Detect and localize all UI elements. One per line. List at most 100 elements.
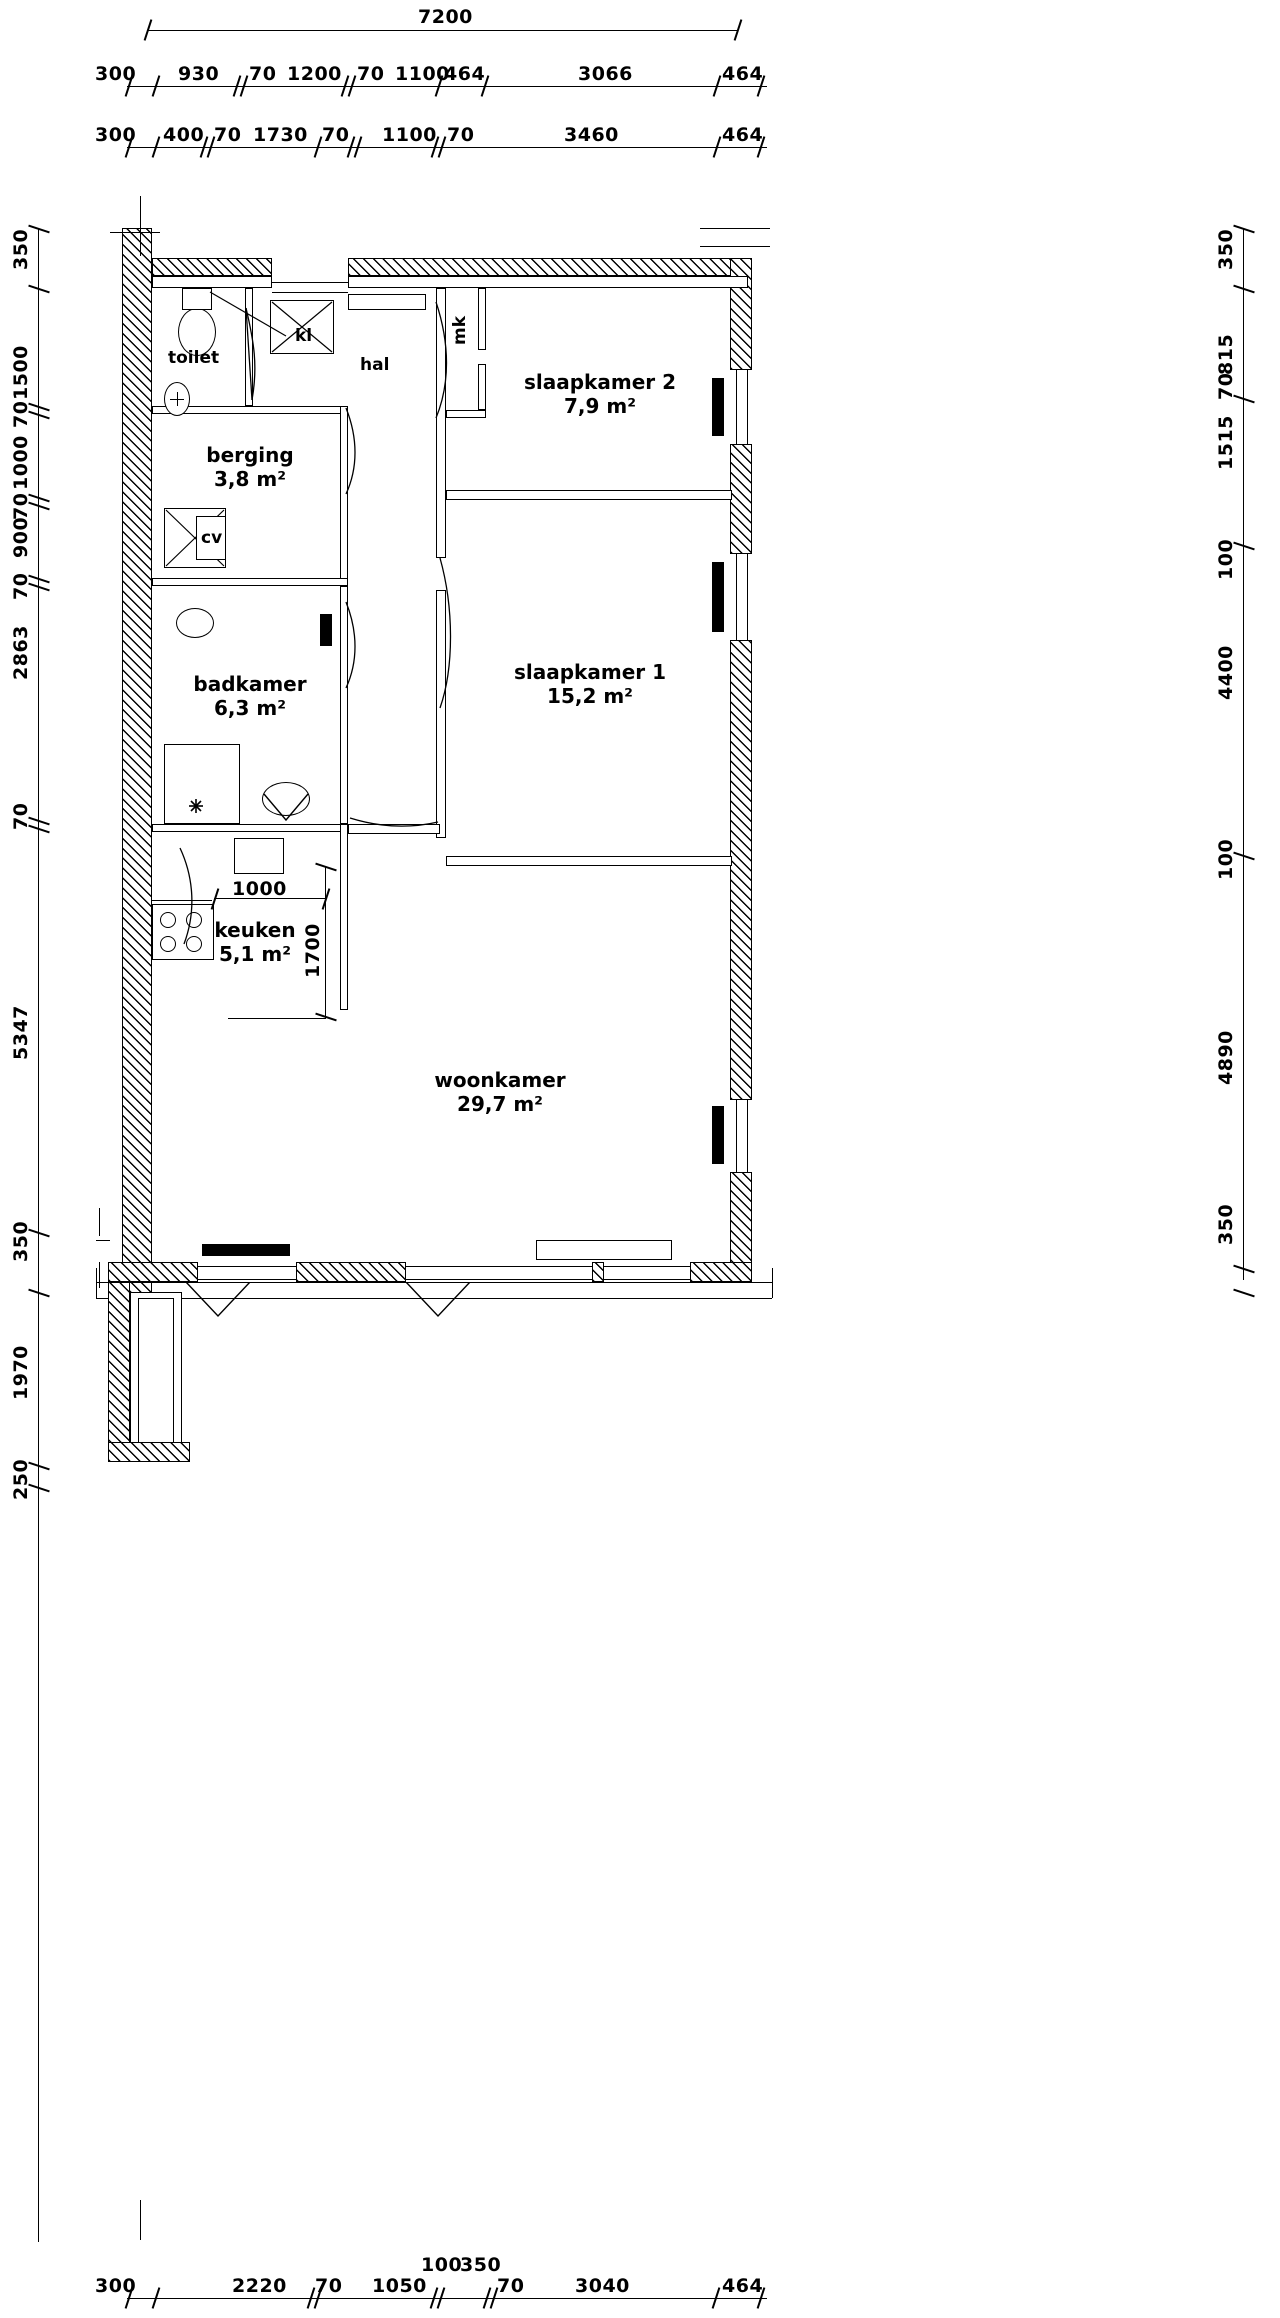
kitchen-depth-dim-end [228, 1018, 326, 1019]
top-chain2-seg-0: 300 [95, 124, 137, 146]
terrace-edge-line [96, 1282, 772, 1283]
kitchen-width-label: 1000 [232, 878, 287, 900]
room-label-berging: berging 3,8 m² [175, 443, 325, 491]
left-dim-6: 70 [10, 572, 32, 600]
terrace-left-edge [96, 1268, 97, 1298]
exterior-wall-left [122, 228, 152, 1296]
front-door-swing-arcs [185, 1282, 471, 1318]
top-overall-dimension-line [148, 30, 738, 31]
exterior-wall-bottom-left [108, 1262, 198, 1282]
left-dim-0: 350 [10, 228, 32, 270]
hob-burner-4 [186, 936, 202, 952]
left-chain-line [38, 228, 39, 2242]
room-label-woonkamer: woonkamer 29,7 m² [400, 1068, 600, 1116]
left-dim-10: 350 [10, 1220, 32, 1262]
bottom-guide-line [140, 2200, 141, 2240]
wc-cistern-icon [182, 288, 212, 310]
bathtub-icon [164, 744, 240, 824]
toilet-sink-icon [164, 382, 190, 416]
top-chain2-seg-1: 400 [163, 124, 205, 146]
bottom-chain-seg-7: 3040 [575, 2275, 630, 2297]
left-dim-1: 1500 [10, 345, 32, 400]
top-chain1-seg-2: 70 [249, 63, 277, 85]
garden-wall-left [108, 1282, 130, 1462]
room-area-slaapkamer2: 7,9 m² [564, 394, 636, 418]
left-dim-5: 900 [10, 516, 32, 558]
dim-tick [28, 1288, 50, 1298]
top-chain1-line [127, 86, 767, 87]
room-area-berging: 3,8 m² [214, 467, 286, 491]
room-label-kl: kl [295, 326, 313, 346]
dim-tick [28, 284, 50, 294]
window-bottom-1 [198, 1266, 296, 1280]
partition-hall-slaapkamer-2 [436, 590, 446, 838]
right-dim-6: 100 [1215, 838, 1237, 880]
bottom-chain-seg-1: 2220 [232, 2275, 287, 2297]
top-chain1-seg-3: 1200 [287, 63, 342, 85]
window-right-2 [736, 554, 748, 640]
garden-wall-inner-2 [138, 1298, 174, 1446]
top-guide-line-right-h [700, 228, 770, 229]
interior-door-swings [179, 291, 452, 945]
top-chain2-line [127, 147, 767, 148]
partition-slaapkamer-divider [446, 490, 732, 500]
dim-tick [1233, 1264, 1255, 1274]
bottom-chain-upper-0: 100 [421, 2254, 463, 2276]
right-dim-7: 4890 [1215, 1030, 1237, 1085]
room-name-slaapkamer1: slaapkamer 1 [513, 660, 666, 684]
bath-sink-icon [176, 608, 214, 638]
right-dim-0: 350 [1215, 228, 1237, 270]
top-chain2-seg-8: 464 [722, 124, 764, 146]
partition-badkamer-right [340, 586, 348, 824]
room-name-slaapkamer2: slaapkamer 2 [523, 370, 676, 394]
room-label-toilet: toilet [168, 348, 220, 368]
top-chain1-seg-1: 930 [178, 63, 220, 85]
partition-hall-top-2 [348, 276, 748, 288]
window-bottom-3 [604, 1266, 690, 1280]
bottom-chain-line [127, 2298, 767, 2299]
top-chain1-seg-4: 70 [357, 63, 385, 85]
window-right-3 [736, 1100, 748, 1172]
left-dim-12: 250 [10, 1458, 32, 1500]
room-label-hal: hal [360, 355, 390, 375]
exterior-wall-top-left [152, 258, 272, 276]
room-name-woonkamer: woonkamer [434, 1068, 566, 1092]
left-dim-11: 1970 [10, 1345, 32, 1400]
right-dim-4: 100 [1215, 538, 1237, 580]
bath-basin-detail [263, 793, 309, 822]
window-sash-bottom-1 [202, 1244, 290, 1256]
top-chain2-seg-2: 70 [214, 124, 242, 146]
exterior-wall-right-3 [730, 640, 752, 1100]
top-guide-line-left [140, 196, 141, 256]
bottom-chain-seg-0: 300 [95, 2275, 137, 2297]
partition-hall-top [152, 276, 272, 288]
top-chain1-seg-7: 3066 [578, 63, 633, 85]
terrace-right-edge [772, 1268, 773, 1298]
kitchen-counter-line [152, 900, 212, 901]
room-label-slaapkamer1: slaapkamer 1 15,2 m² [490, 660, 690, 708]
bottom-chain-seg-8: 464 [722, 2275, 764, 2297]
partition-keuken-right [340, 824, 348, 1010]
kitchen-width-dim-line [214, 898, 326, 899]
hob-burner-3 [160, 936, 176, 952]
window-frame-bottom-3 [536, 1240, 672, 1260]
window-sash-right-1 [712, 378, 724, 436]
garden-marker-line-b [99, 1208, 100, 1236]
room-label-cv: cv [201, 528, 223, 548]
top-guide-line-right-h2 [700, 246, 770, 247]
top-guide-line-left-h [110, 232, 160, 233]
right-chain-line-2 [1243, 880, 1244, 1280]
exterior-wall-bottom-mid-2 [592, 1262, 604, 1282]
top-chain2-seg-4: 70 [322, 124, 350, 146]
garden-wall-bottom [108, 1442, 190, 1462]
window-sash-right-2 [712, 562, 724, 632]
partition-berging-bottom [152, 578, 348, 586]
room-label-badkamer: badkamer 6,3 m² [175, 672, 325, 720]
room-label-slaapkamer2: slaapkamer 2 7,9 m² [500, 370, 700, 418]
partition-hall-top-line [272, 282, 348, 283]
right-dim-3: 1515 [1215, 415, 1237, 470]
top-chain1-seg-8: 464 [722, 63, 764, 85]
top-chain2-seg-3: 1730 [253, 124, 308, 146]
partition-hall-slaapkamer [436, 288, 446, 558]
